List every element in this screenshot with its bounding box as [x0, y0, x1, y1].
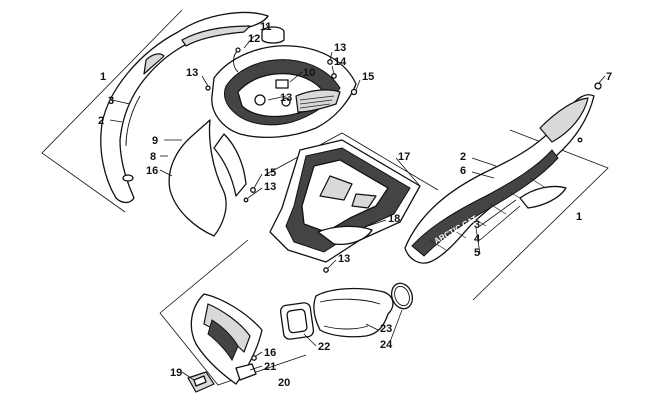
callout-5: 5: [474, 247, 480, 259]
callout-16-upper: 16: [146, 165, 158, 177]
bracket-air-box: [264, 132, 439, 191]
callout-2-left: 2: [98, 115, 104, 127]
air-box: [243, 139, 421, 273]
bracket-left-side-panel: [41, 9, 183, 213]
intake-duct: [279, 282, 414, 340]
callout-12: 12: [248, 33, 260, 45]
callout-4: 4: [474, 233, 481, 245]
callout-23: 23: [380, 323, 392, 335]
callout-13-hood-center: 13: [280, 92, 292, 104]
callout-21: 21: [264, 361, 276, 373]
callout-13-lower-left: 13: [264, 181, 276, 193]
callout-8: 8: [150, 151, 156, 163]
callout-22: 22: [318, 341, 330, 353]
callout-24: 24: [380, 339, 393, 351]
callout-14: 14: [334, 56, 347, 68]
lower-front-fascia: [187, 293, 263, 393]
callout-16-lower: 16: [264, 347, 276, 359]
callout-13-hood-right: 13: [334, 42, 346, 54]
left-side-panel: [100, 11, 269, 204]
callout-1-right: 1: [576, 211, 582, 223]
callout-17: 17: [398, 151, 410, 163]
callout-1-left: 1: [100, 71, 106, 83]
right-side-panel: ARCTIC CAT: [404, 82, 602, 264]
callout-2-right: 2: [460, 151, 466, 163]
callout-15-lower: 15: [264, 167, 276, 179]
callout-3-left: 3: [108, 95, 114, 107]
callout-18: 18: [388, 213, 400, 225]
bracket-lower-assembly: [159, 239, 307, 386]
callout-6: 6: [460, 165, 466, 177]
callout-numbers: 1 3 2 9 8 16 12 11 13 10 13 13 14 15 7 1…: [98, 21, 612, 389]
callout-19: 19: [170, 367, 182, 379]
leader-lines: [109, 23, 606, 381]
callout-7: 7: [606, 71, 612, 83]
callout-3-right: 3: [474, 219, 480, 231]
callout-20: 20: [278, 377, 290, 389]
callout-15-upper: 15: [362, 71, 374, 83]
callout-11: 11: [260, 21, 272, 33]
callout-10: 10: [303, 67, 315, 79]
upper-hood: [168, 26, 357, 237]
callout-13-hood-left: 13: [186, 67, 198, 79]
callout-9: 9: [152, 135, 158, 147]
callout-13-airbox: 13: [338, 253, 350, 265]
